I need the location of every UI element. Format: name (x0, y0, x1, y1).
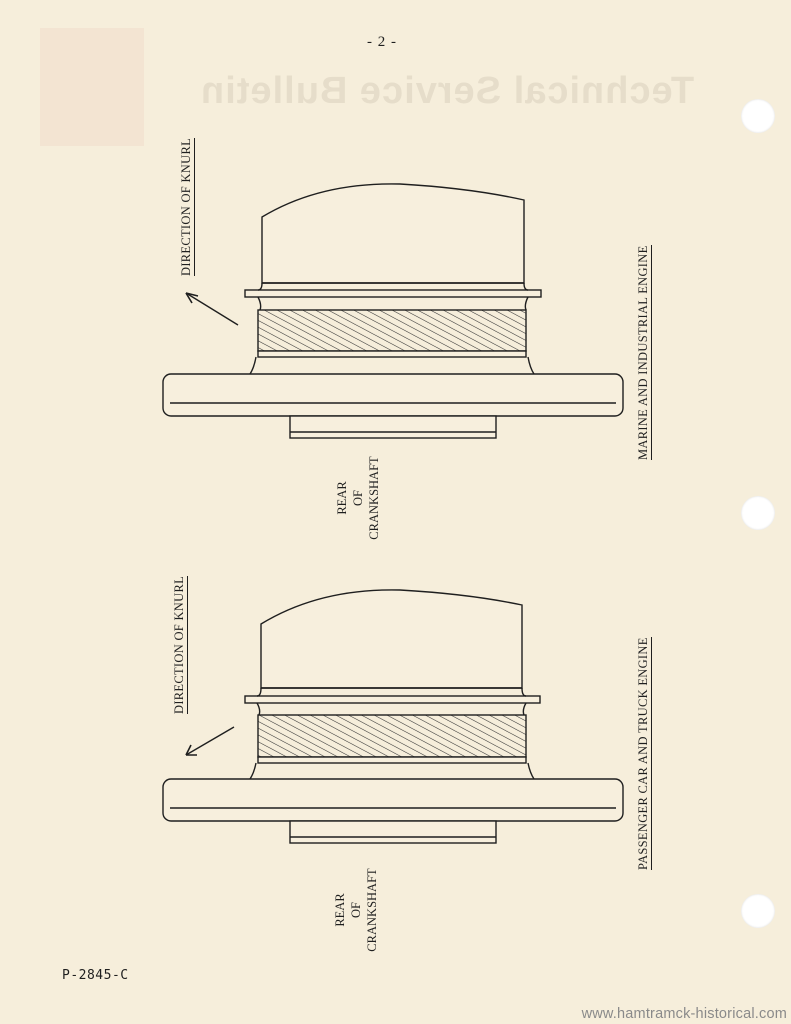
journal-body (261, 183, 525, 284)
knurled-band (257, 714, 527, 758)
rear-of-crankshaft-label-1: REAR OF CRANKSHAFT (334, 448, 382, 548)
crank-flange (162, 778, 624, 822)
punch-hole-bottom (741, 894, 775, 928)
crank-hub (289, 415, 497, 439)
knurl-direction-arrow (185, 726, 235, 756)
of-word: OF (351, 490, 365, 506)
crank-flange (162, 373, 624, 417)
figure-caption-marine: MARINE AND INDUSTRIAL ENGINE (636, 245, 652, 460)
document-code: P-2845-C (62, 968, 129, 983)
figure-caption-passenger: PASSENGER CAR AND TRUCK ENGINE (636, 637, 652, 870)
rear-word: REAR (335, 481, 349, 515)
crankshaft-word: CRANKSHAFT (365, 868, 379, 952)
direction-of-knurl-label-1: DIRECTION OF KNURL (179, 137, 195, 276)
knurled-band (257, 309, 527, 352)
thrust-collar (244, 289, 542, 298)
thrust-collar (244, 695, 541, 704)
journal-body (260, 589, 523, 689)
rear-of-crankshaft-label-2: REAR OF CRANKSHAFT (332, 860, 380, 960)
punch-hole-middle (741, 496, 775, 530)
crankshaft-word: CRANKSHAFT (367, 456, 381, 540)
figure-passenger-drawing (162, 589, 624, 844)
knurl-direction-arrow (185, 292, 239, 326)
rear-word: REAR (333, 893, 347, 927)
of-word: OF (349, 902, 363, 918)
figure-marine-drawing (162, 183, 624, 439)
crank-hub (289, 820, 497, 844)
page-number: - 2 - (367, 34, 397, 50)
punch-hole-top (741, 99, 775, 133)
direction-of-knurl-label-2: DIRECTION OF KNURL (172, 575, 188, 714)
watermark-url: www.hamtramck-historical.com (581, 1006, 787, 1022)
bleed-through-logo (40, 28, 144, 146)
